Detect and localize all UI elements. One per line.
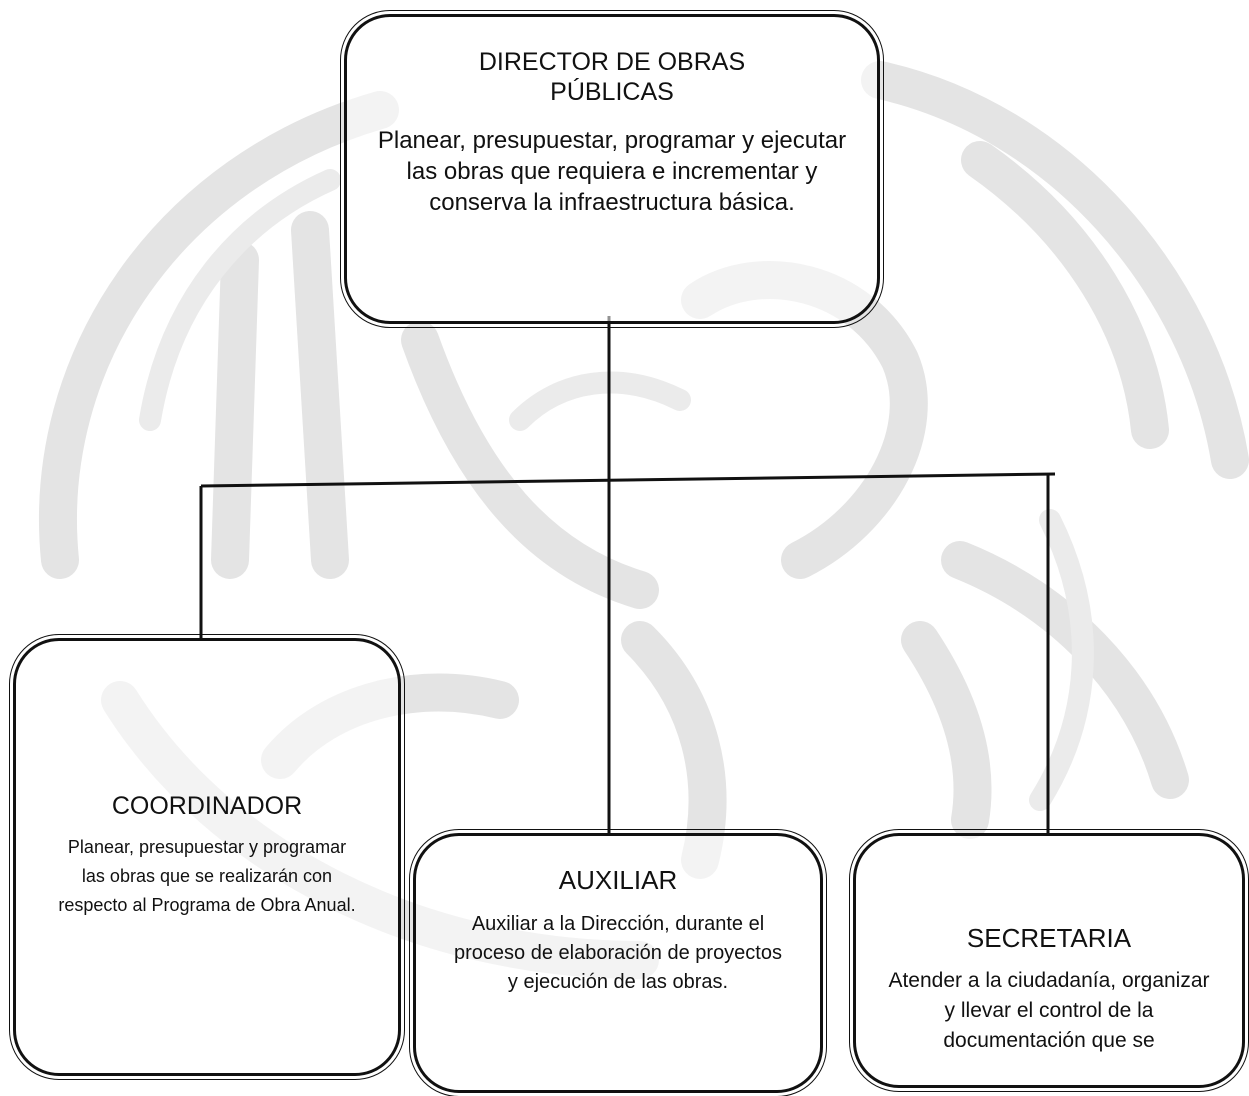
auxiliar-title: AUXILIAR [558, 865, 678, 895]
secretaria-title: SECRETARIA [966, 923, 1132, 953]
director-title: DIRECTOR DE OBRAS PÚBLICAS [478, 48, 746, 106]
coordinador-description: Planear, presupuestar y programar las ob… [58, 837, 356, 915]
secretaria-node: SECRETARIA Atender a la ciudadanía, orga… [849, 829, 1249, 1092]
auxiliar-description: Auxiliar a la Dirección, durante el proc… [454, 913, 782, 993]
director-node: DIRECTOR DE OBRAS PÚBLICAS Planear, pres… [340, 10, 884, 328]
horizontal-bus-line [200, 472, 1056, 488]
director-description: Planear, presupuestar, programar y ejecu… [377, 127, 847, 216]
coordinador-title: COORDINADOR [111, 792, 303, 820]
auxiliar-node: AUXILIAR Auxiliar a la Dirección, durant… [409, 829, 827, 1096]
coordinador-node: COORDINADOR Planear, presupuestar y prog… [9, 634, 405, 1080]
secretaria-description: Atender a la ciudadanía, organizar y lle… [888, 969, 1210, 1052]
